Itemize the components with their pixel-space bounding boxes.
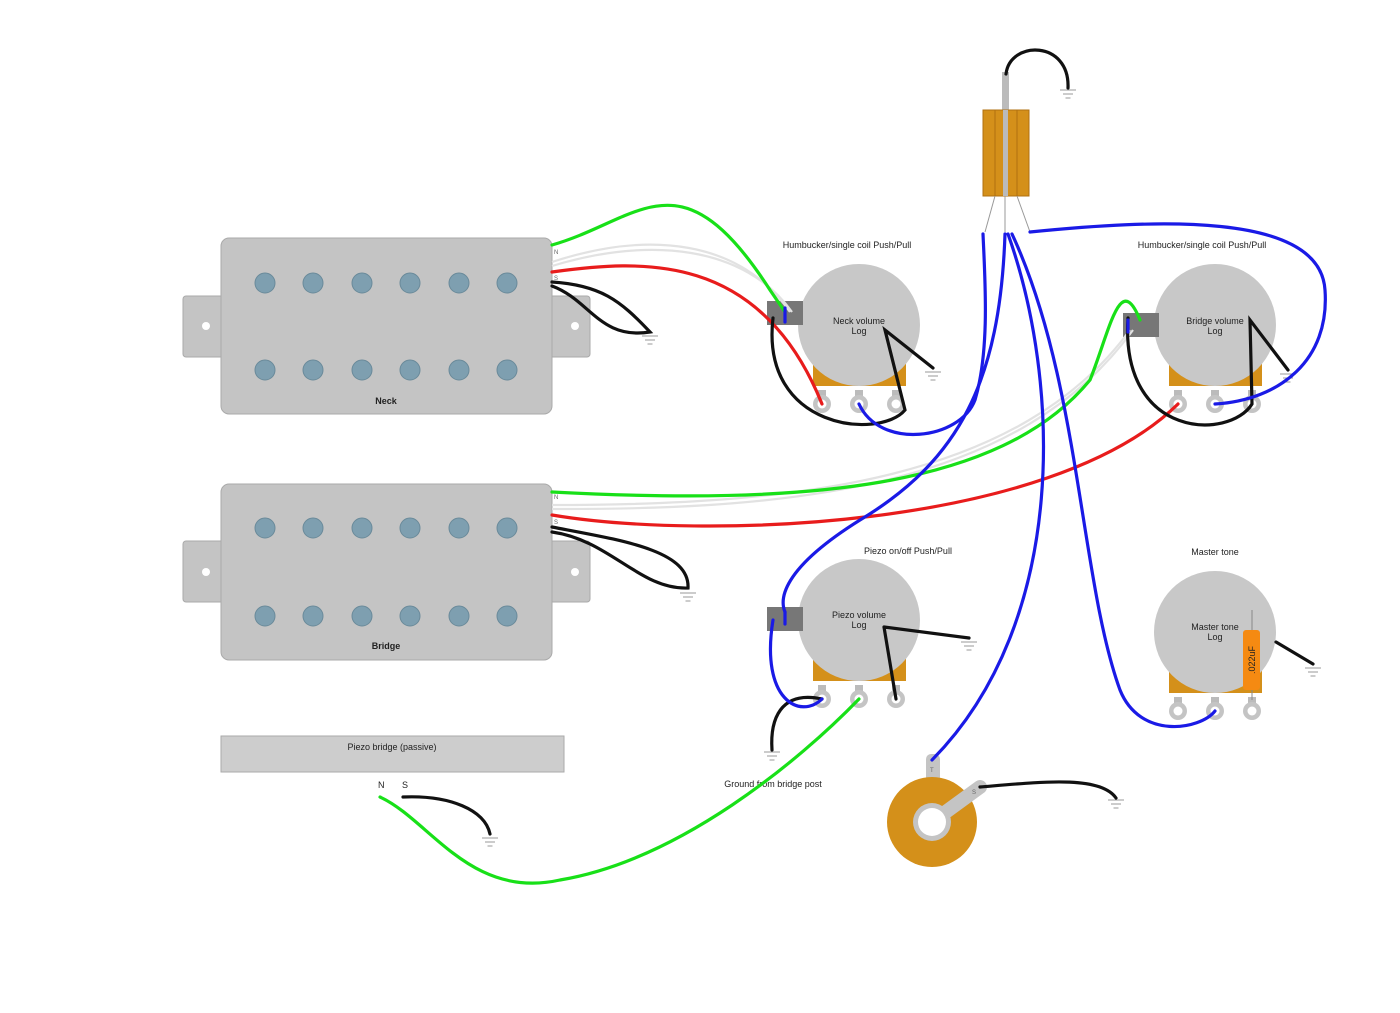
piezo-lead-n: N [378, 780, 385, 790]
wires [378, 48, 1327, 885]
tone-title: Master tone [1191, 547, 1239, 557]
neck-lead-s: S [554, 276, 558, 282]
neck-switch-title: Humbucker/single coil Push/Pull [783, 240, 912, 250]
piezo-pot-name: Piezo volume [832, 610, 886, 620]
master-tone-pot[interactable]: Master tone Master tone Log .022uF [1154, 547, 1276, 720]
neck-pickup-label: Neck [375, 396, 398, 406]
neck-lead-n: N [554, 250, 558, 256]
jack-tip-label: T [930, 768, 934, 774]
bridge-lead-s: S [554, 520, 558, 526]
bridge-lead-n: N [554, 495, 558, 501]
jack-sleeve-label: S [972, 790, 976, 796]
bridge-switch-title: Humbucker/single coil Push/Pull [1138, 240, 1267, 250]
ground-symbols [481, 89, 1322, 847]
piezo-lead-s: S [402, 780, 408, 790]
tone-capacitor [1243, 630, 1260, 690]
piezo-bridge: Piezo bridge (passive) N S [220, 735, 565, 790]
ceramic-capacitor-block [982, 72, 1031, 233]
piezo-volume-pot[interactable]: Piezo on/off Push/Pull Piezo volume Log [767, 546, 952, 708]
bridge-pot-name: Bridge volume [1186, 316, 1244, 326]
tone-pot-taper: Log [1207, 632, 1222, 642]
output-jack[interactable]: T S [887, 754, 987, 867]
tone-pot-name: Master tone [1191, 622, 1239, 632]
neck-volume-pot[interactable]: Humbucker/single coil Push/Pull Neck vol… [767, 240, 920, 413]
bridge-pickup: Bridge N S [182, 483, 591, 661]
piezo-pot-taper: Log [851, 620, 866, 630]
neck-pickup: Neck N S [182, 237, 591, 415]
capacitor-value: .022uF [1247, 645, 1257, 674]
neck-pot-name: Neck volume [833, 316, 885, 326]
bridge-ground-note: Ground from bridge post [724, 779, 822, 789]
bridge-pot-taper: Log [1207, 326, 1222, 336]
neck-pot-taper: Log [851, 326, 866, 336]
bridge-pickup-label: Bridge [372, 641, 401, 651]
piezo-switch-title: Piezo on/off Push/Pull [864, 546, 952, 556]
piezo-label: Piezo bridge (passive) [347, 742, 436, 752]
